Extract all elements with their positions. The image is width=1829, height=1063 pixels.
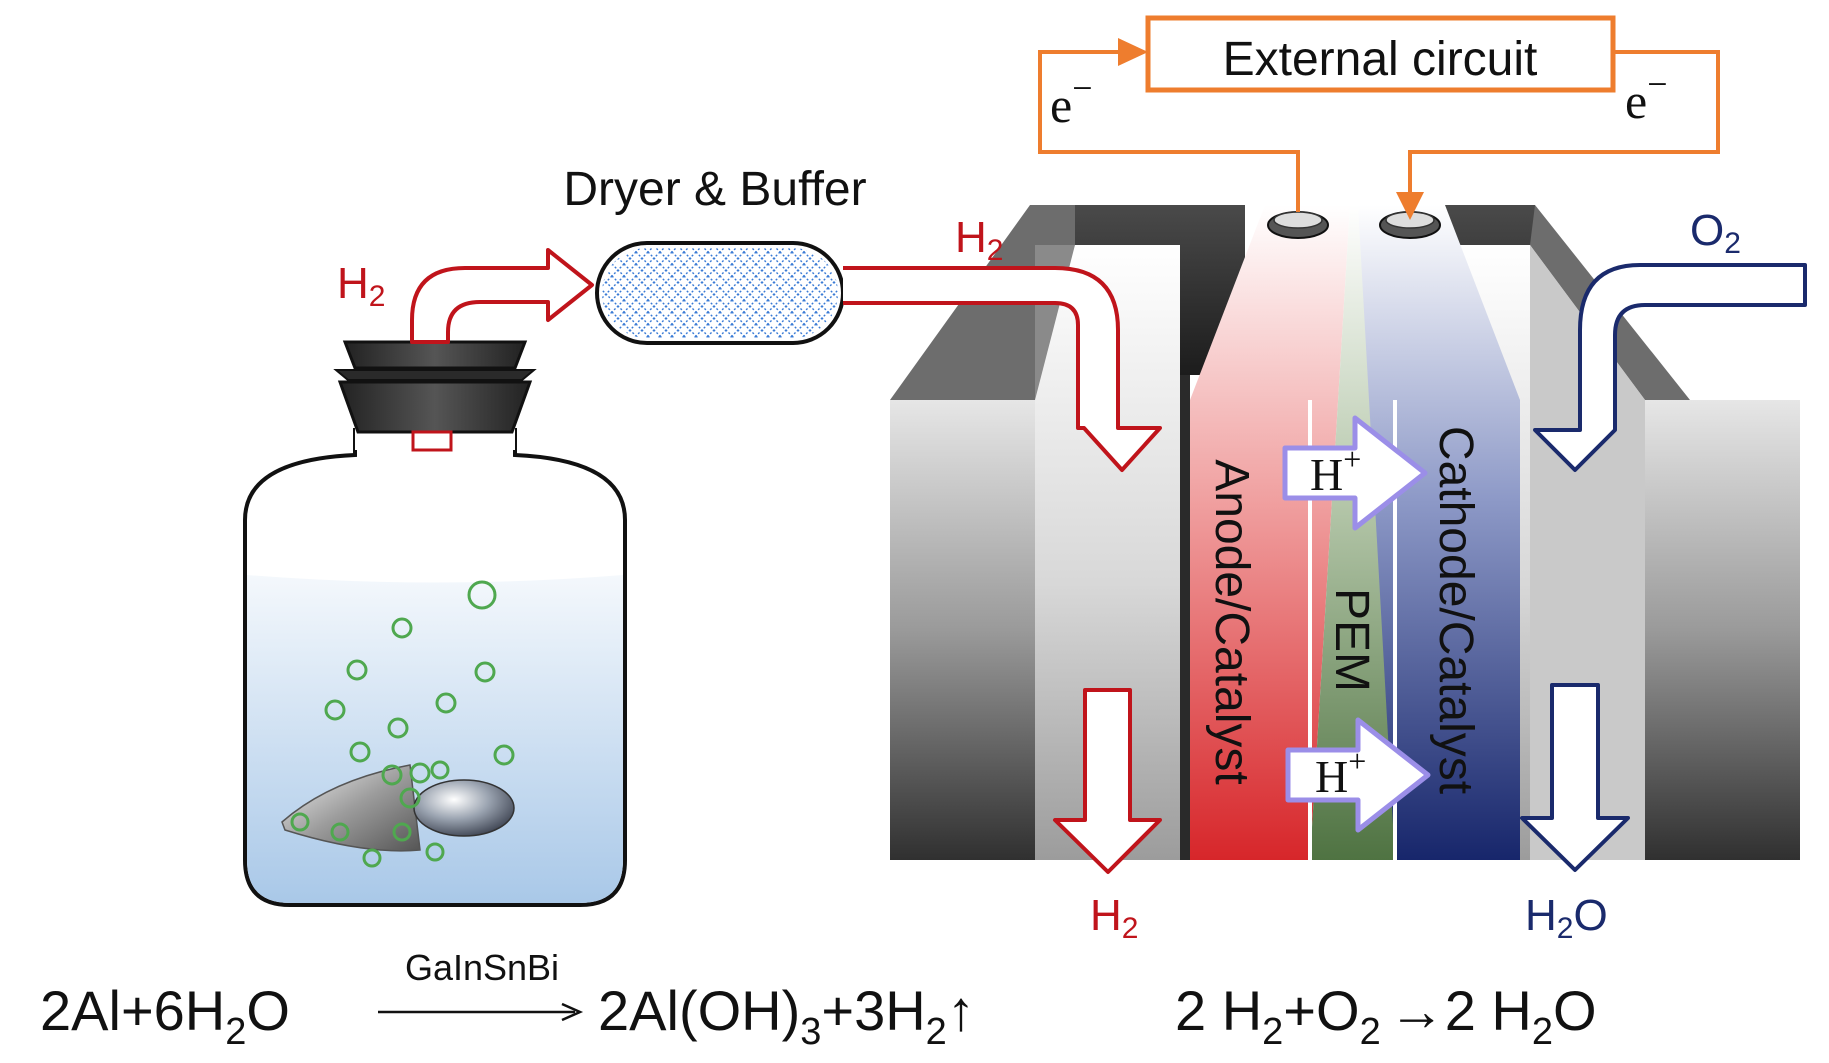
cathode-label: Cathode/Catalyst [1429,426,1482,794]
h2-exhaust-label: H2 [1090,891,1138,945]
external-circuit-label: External circuit [1223,33,1538,86]
pem-label: PEM [1325,588,1378,692]
water [247,575,623,903]
o2-feed-arrow [1533,263,1807,472]
h2o-label: H2O [1525,891,1608,945]
svg-text:H+: H+ [1315,743,1366,802]
anode-label: Anode/Catalyst [1205,459,1258,785]
anode-terminal [1267,211,1329,239]
proton-arrow-bottom: H+ [1285,717,1431,833]
h2-outlet-arrow [410,248,594,344]
dryer-buffer [595,241,845,345]
hydrogen-bubbles [290,580,515,868]
h2o-out-arrow [1520,683,1630,872]
dryer-buffer-label: Dryer & Buffer [563,163,866,216]
catalyst-label: GaInSnBi [405,947,559,988]
reaction-bottle [243,340,627,907]
membrane-electrode-assembly [1190,205,1520,860]
svg-text:H+: H+ [1310,441,1361,500]
svg-text:2 H2+O2→2 H2O: 2 H2+O2→2 H2O [1175,979,1597,1053]
o2-label: O2 [1690,206,1741,260]
h2-exhaust-arrow [1053,688,1162,874]
cathode-layer [1358,205,1520,860]
external-circuit-box [1145,15,1616,93]
h2-feed-arrow [843,266,1162,472]
equation-aluminum-water: 2Al+6H2O GaInSnBi 2Al(OH)3+3H2↑ [40,947,975,1053]
h2-bottle-label: H2 [337,259,385,313]
svg-text:2Al+6H2O: 2Al+6H2O [40,979,290,1053]
liquid-metal-droplet [413,779,515,837]
equation-fuel-cell: 2 H2+O2→2 H2O [1175,979,1597,1053]
aluminum-foil [281,764,421,852]
electron-right-label: e− [1625,64,1668,129]
electron-left-label: e− [1050,68,1093,133]
svg-text:2Al(OH)3+3H2↑: 2Al(OH)3+3H2↑ [598,979,975,1053]
proton-arrow-top: H+ [1282,415,1428,531]
external-circuit: External circuit e− e− [1038,15,1720,220]
h2-feed-label: H2 [955,213,1003,267]
stopper [333,340,537,434]
